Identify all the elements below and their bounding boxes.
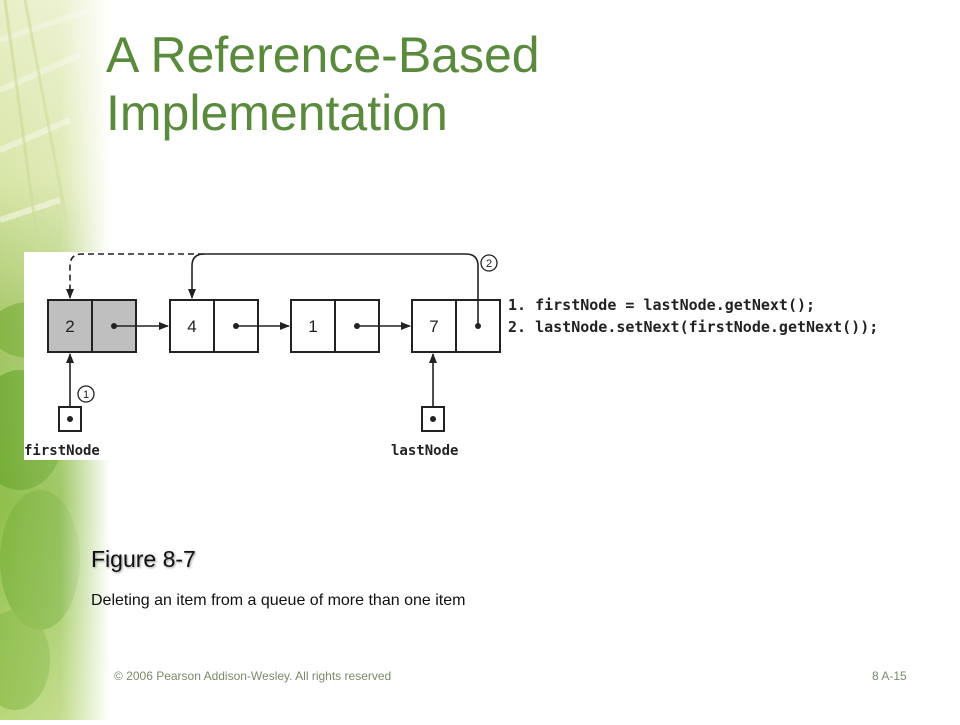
node-1-data-cell [47,299,93,353]
queue-diagram: 2 4 1 7 [24,252,936,460]
queue-diagram-graphic: 2 4 1 7 [24,253,878,459]
step-marker-1: 1 [77,385,95,403]
footer-copyright: © 2006 Pearson Addison-Wesley. All right… [114,669,392,683]
slide-title: A Reference-Based Implementation [106,26,626,142]
last-node-reference: lastNode [391,353,458,459]
figure-caption: Deleting an item from a queue of more th… [91,592,466,609]
step-marker-2-label: 2 [486,258,492,270]
node-3-value: 1 [308,317,317,336]
slide-title-text: A Reference-Based Implementation [106,27,540,141]
first-node-label: firstNode [24,443,100,459]
list-node-3: 1 [290,299,380,353]
new-link-arrow [188,253,479,326]
side-decoration [0,0,110,720]
figure-label: Figure 8-7 [91,546,196,572]
code-line-2: 2. lastNode.setNext(firstNode.getNext())… [508,318,878,336]
step-marker-2-circle [480,254,498,272]
footer-slide-number: 8 A-15 [872,669,907,683]
last-node-label: lastNode [391,443,458,459]
step-marker-1-label: 1 [83,389,89,401]
node-2-value: 4 [187,317,196,336]
list-node-4: 7 [411,299,501,353]
first-node-ref-dot [67,416,73,422]
side-decoration-graphic [0,0,110,720]
step-marker-1-circle [77,385,95,403]
node-1-value: 2 [65,317,74,336]
last-node-ref-dot [430,416,436,422]
node-4-data-cell [411,299,457,353]
code-line-1: 1. firstNode = lastNode.getNext(); [508,296,815,314]
first-node-reference: firstNode [24,353,100,459]
node-4-value: 7 [429,317,438,336]
old-link-dashed-arrow [66,253,204,299]
step-marker-2: 2 [480,254,498,272]
